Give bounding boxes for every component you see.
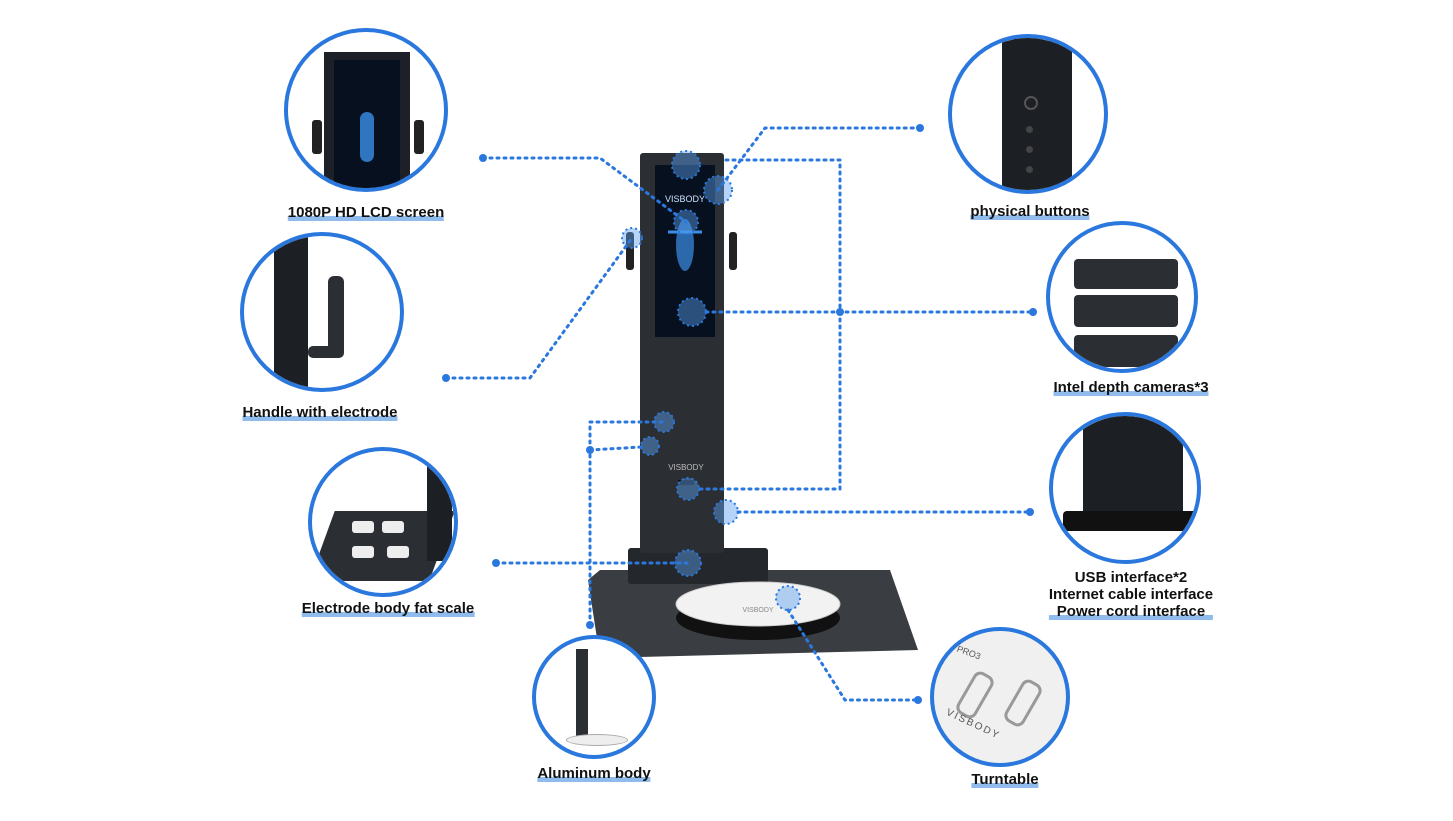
detail-turntable: VR PRO3 VISBODY bbox=[930, 627, 1070, 767]
label-physical-buttons: physical buttons bbox=[970, 203, 1090, 220]
label-power: Power cord interface bbox=[1056, 603, 1206, 620]
label-text: Intel depth cameras*3 bbox=[1053, 379, 1209, 396]
detail-handle bbox=[240, 232, 404, 392]
detail-depth-cameras bbox=[1046, 221, 1198, 373]
column-brand: VISBODY bbox=[668, 463, 704, 472]
turntable-brand: VISBODY bbox=[742, 607, 773, 614]
detail-physical-buttons bbox=[948, 34, 1108, 194]
leader-lines bbox=[444, 126, 1035, 702]
label-usb: USB interface*2 bbox=[1074, 569, 1188, 586]
label-lcd-screen: 1080P HD LCD screen bbox=[287, 204, 445, 221]
detail-scale bbox=[308, 447, 458, 597]
label-handle: Handle with electrode bbox=[242, 404, 398, 421]
detail-interfaces bbox=[1049, 412, 1201, 564]
hotspots bbox=[621, 150, 801, 611]
label-aluminum-body: Aluminum body bbox=[537, 765, 651, 782]
turntable-top bbox=[675, 581, 841, 627]
usb-port bbox=[678, 480, 694, 485]
right-handle bbox=[729, 232, 737, 270]
label-scale: Electrode body fat scale bbox=[301, 600, 475, 617]
label-internet: Internet cable interface bbox=[1048, 586, 1214, 603]
scale-platform bbox=[628, 548, 768, 584]
label-text: physical buttons bbox=[970, 203, 1090, 220]
turntable-model-text: VR PRO3 bbox=[941, 638, 983, 662]
label-depth-cameras: Intel depth cameras*3 bbox=[1053, 379, 1209, 396]
label-text: Turntable bbox=[971, 771, 1039, 788]
label-interfaces: USB interface*2 Internet cable interface… bbox=[1048, 569, 1214, 620]
label-text: Handle with electrode bbox=[242, 404, 398, 421]
label-text: Aluminum body bbox=[537, 765, 651, 782]
detail-aluminum-body bbox=[532, 635, 656, 759]
screen-brand: VISBODY bbox=[665, 194, 705, 204]
label-text: Electrode body fat scale bbox=[301, 600, 475, 617]
label-text: 1080P HD LCD screen bbox=[287, 204, 445, 221]
label-turntable: Turntable bbox=[971, 771, 1039, 788]
detail-lcd-screen bbox=[284, 28, 448, 192]
leader-endpoints bbox=[442, 124, 1037, 704]
